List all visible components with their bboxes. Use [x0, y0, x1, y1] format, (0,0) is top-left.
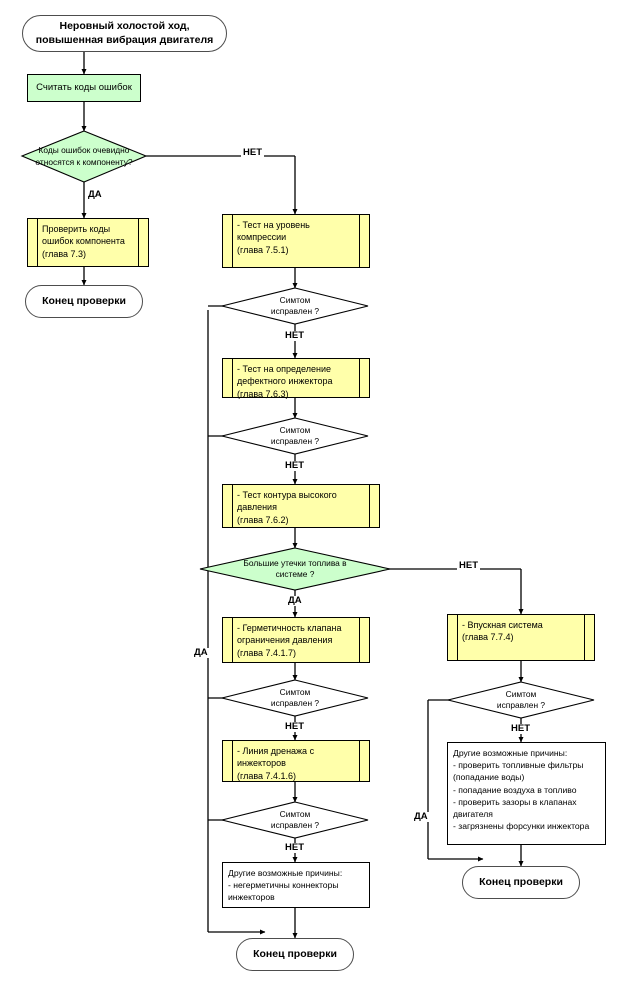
edge-label-no-1: НЕТ [283, 330, 306, 342]
node-line3: (глава 7.5.1) [237, 244, 289, 255]
decision-codes-related-to-component: Коды ошибок очевидно относятся к компоне… [22, 131, 146, 182]
node-line2: дефектного инжектора [237, 376, 333, 387]
note-line2: - проверить топливные фильтры [453, 760, 584, 771]
decision-symptom-fixed-4: Симтом исправлен ? [222, 802, 368, 838]
edge-label-no-top: НЕТ [241, 147, 264, 159]
decision-symptom-fixed-5: Симтом исправлен ? [448, 682, 594, 718]
decision-label-line2: исправлен ? [270, 698, 320, 708]
node-defective-injector-test: - Тест на определение дефектного инжекто… [222, 358, 370, 399]
node-title-symptom: Неровный холостой ход, повышенная вибрац… [22, 15, 227, 52]
node-label: Неровный холостой ход, повышенная вибрац… [35, 20, 214, 46]
node-end-check-left: Конец проверки [25, 285, 143, 318]
node-line1: - Тест на определение [237, 364, 332, 374]
node-line3: (глава 7.6.2) [237, 514, 289, 525]
edge-label-no-4: НЕТ [283, 842, 306, 854]
edge-label-yes-left-trunk: ДА [192, 647, 210, 659]
decision-label-line1: Симтом [279, 424, 311, 435]
node-end-check-bottom-right: Конец проверки [462, 866, 580, 899]
node-pressure-limit-valve-tightness: - Герметичность клапана ограничения давл… [222, 617, 370, 663]
node-line3: (глава 7.4.1.7) [237, 647, 297, 658]
node-line1: - Впускная система [462, 620, 543, 630]
edge-label-yes-right-trunk: ДА [412, 811, 430, 823]
note-line4: - попадание воздуха в топливо [453, 784, 577, 795]
node-line2: (глава 7.7.4) [462, 632, 514, 643]
decision-symptom-fixed-2: Симтом исправлен ? [222, 418, 368, 454]
node-line2: ошибок компонента [42, 236, 125, 247]
decision-label-line2: исправлен ? [270, 820, 320, 830]
decision-label-line1: Большие утечки топлива в [243, 557, 347, 568]
node-line1: Проверить коды [42, 224, 111, 234]
node-read-error-codes: Считать коды ошибок [27, 74, 141, 102]
node-end-check-bottom-left: Конец проверки [236, 938, 354, 971]
decision-symptom-fixed-3: Симтом исправлен ? [222, 680, 368, 716]
node-compression-test: - Тест на уровень компрессии (глава 7.5.… [222, 214, 370, 268]
node-high-pressure-circuit-test: - Тест контура высокого давления (глава … [222, 484, 380, 528]
decision-label-line1: Симтом [279, 686, 311, 697]
node-line3: (глава 7.4.1.6) [237, 770, 297, 781]
node-label: Конец проверки [253, 947, 337, 960]
decision-label-line1: Коды ошибок очевидно [38, 145, 130, 156]
node-injector-drain-line: - Линия дренажа с инжекторов (глава 7.4.… [222, 740, 370, 782]
note-line2: - негерметичны коннекторы [228, 880, 339, 891]
edge-label-no-2: НЕТ [283, 460, 306, 472]
node-label: Конец проверки [479, 875, 563, 888]
node-line2: компрессии [237, 232, 287, 243]
node-label: Считать коды ошибок [36, 81, 132, 93]
edge-label-yes-top: ДА [86, 189, 104, 201]
decision-label-line2: исправлен ? [496, 700, 546, 710]
edge-label-no-3: НЕТ [283, 721, 306, 733]
note-line1: Другие возможные причины: [228, 868, 343, 878]
decision-large-fuel-leaks: Большие утечки топлива в системе ? [200, 548, 390, 590]
decision-label-line1: Симтом [279, 294, 311, 305]
decision-label-line1: Симтом [279, 808, 311, 819]
node-line2: инжекторов [237, 758, 286, 769]
decision-label-line2: исправлен ? [270, 436, 320, 446]
note-line6: двигателя [453, 809, 493, 820]
node-label: Конец проверки [42, 294, 126, 307]
note-line5: - проверить зазоры в клапанах [453, 796, 577, 807]
edge-label-no-5: НЕТ [509, 723, 532, 735]
node-line2: ограничения давления [237, 635, 333, 646]
node-line2: давления [237, 502, 277, 513]
note-line3: (попадание воды) [453, 772, 525, 783]
note-other-causes-left: Другие возможные причины: - негерметичны… [222, 862, 370, 908]
node-line1: - Тест контура высокого [237, 490, 337, 500]
node-intake-system: - Впускная система (глава 7.7.4) [447, 614, 595, 661]
edge-label-yes-leaks: ДА [286, 595, 304, 607]
note-other-causes-right: Другие возможные причины: - проверить то… [447, 742, 606, 845]
node-line1: - Тест на уровень [237, 220, 310, 230]
note-line7: - загрязнены форсунки инжектора [453, 821, 590, 832]
decision-label-line2: исправлен ? [270, 306, 320, 316]
node-line1: - Линия дренажа с [237, 746, 315, 756]
node-line3: (глава 7.3) [42, 248, 87, 259]
decision-label-line1: Симтом [505, 688, 537, 699]
node-line3: (глава 7.6.3) [237, 388, 289, 399]
note-line1: Другие возможные причины: [453, 748, 568, 758]
node-line1: - Герметичность клапана [237, 623, 342, 633]
note-line3: инжекторов [228, 892, 275, 903]
decision-label-line2: относятся к компоненту? [35, 156, 133, 167]
decision-label-line2: системе ? [275, 569, 315, 579]
edge-label-no-leaks: НЕТ [457, 560, 480, 572]
decision-symptom-fixed-1: Симтом исправлен ? [222, 288, 368, 324]
node-check-component-codes: Проверить коды ошибок компонента (глава … [27, 218, 149, 267]
